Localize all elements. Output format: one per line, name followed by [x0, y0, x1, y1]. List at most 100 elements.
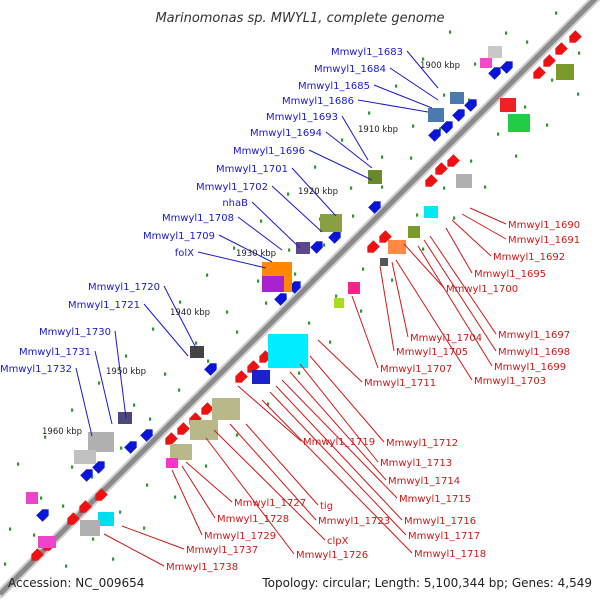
- forward-gene-arrow: [328, 231, 341, 244]
- tick-dot: [335, 294, 338, 298]
- forward-gene-arrow: [310, 241, 323, 254]
- leader-line: [281, 379, 398, 499]
- reverse-gene-arrow: [79, 500, 92, 513]
- tick-dot: [391, 278, 394, 282]
- tick-dot: [323, 243, 326, 247]
- tick-dot: [143, 526, 146, 530]
- reverse-gene-arrow: [569, 30, 582, 43]
- tick-dot: [71, 408, 74, 412]
- reverse-gene-arrow: [31, 548, 44, 561]
- tick-dot: [474, 62, 477, 66]
- leader-line: [341, 115, 369, 161]
- tick-dot: [62, 504, 65, 508]
- gene-label-forward: Mmwyl1_1732: [0, 364, 72, 375]
- gene-box: [334, 298, 344, 308]
- leader-line: [406, 50, 439, 89]
- reverse-gene-arrow: [379, 230, 392, 243]
- tick-dot: [352, 214, 355, 218]
- reverse-gene-arrow: [533, 66, 546, 79]
- kbp-marker: 1900 kbp: [420, 61, 460, 71]
- tick-dot: [546, 123, 549, 127]
- gene-label-reverse: Mmwyl1_1707: [380, 364, 452, 375]
- gene-box: [320, 214, 342, 232]
- leader-line: [103, 533, 165, 567]
- tick-dot: [314, 165, 317, 169]
- tick-dot: [195, 341, 198, 345]
- gene-box: [118, 412, 132, 424]
- tick-dot: [410, 156, 413, 160]
- tick-dot: [443, 93, 446, 97]
- leader-line: [237, 385, 302, 442]
- leader-line: [379, 265, 395, 352]
- kbp-marker: 1920 kbp: [298, 187, 338, 197]
- reverse-gene-arrow: [555, 42, 568, 55]
- gene-label-reverse: Mmwyl1_1728: [217, 514, 289, 525]
- leader-line: [403, 243, 445, 289]
- gene-box: [212, 398, 240, 420]
- kbp-marker: 1960 kbp: [42, 427, 82, 437]
- gene-label-forward: Mmwyl1_1686: [282, 96, 354, 107]
- leader-line: [94, 350, 113, 425]
- reverse-gene-arrow: [247, 360, 260, 373]
- gene-label-forward: Mmwyl1_1709: [143, 231, 215, 242]
- gene-label-reverse: clpX: [327, 536, 349, 547]
- tick-dot: [236, 330, 239, 334]
- gene-label-reverse: Mmwyl1_1737: [186, 545, 258, 556]
- tick-dot: [112, 557, 115, 561]
- leader-line: [391, 261, 409, 338]
- gene-box: [408, 226, 420, 238]
- leader-line: [275, 385, 403, 521]
- gene-box: [388, 240, 406, 254]
- leader-line: [429, 235, 497, 335]
- gene-label-reverse: Mmwyl1_1697: [498, 330, 570, 341]
- leader-line: [461, 213, 507, 240]
- gene-box: [500, 98, 516, 112]
- tick-dot: [294, 272, 297, 276]
- reverse-gene-arrow: [201, 402, 214, 415]
- tick-dot: [149, 417, 152, 421]
- tick-dot: [65, 564, 68, 568]
- tick-dot: [524, 105, 527, 109]
- accession-text: Accession: NC_009654: [8, 576, 144, 590]
- tick-dot: [362, 267, 365, 271]
- gene-label-reverse: Mmwyl1_1700: [446, 284, 518, 295]
- tick-dot: [33, 533, 36, 537]
- kbp-marker: 1940 kbp: [170, 308, 210, 318]
- leader-line: [213, 429, 326, 541]
- gene-box: [268, 334, 308, 368]
- tick-dot: [350, 186, 353, 190]
- gene-label-reverse: Mmwyl1_1729: [204, 531, 276, 542]
- map-title: Marinomonas sp. MWYL1, complete genome: [155, 11, 444, 26]
- gene-box: [450, 92, 464, 104]
- tick-dot: [4, 562, 7, 566]
- tick-dot: [164, 372, 167, 376]
- leader-line: [251, 201, 301, 249]
- reverse-gene-arrow: [425, 174, 438, 187]
- gene-features: [26, 30, 582, 561]
- leader-line: [373, 84, 433, 109]
- gene-label-reverse: Mmwyl1_1698: [498, 347, 570, 358]
- leader-line: [469, 207, 507, 225]
- leader-line: [121, 525, 185, 550]
- reverse-gene-arrow: [367, 240, 380, 253]
- gene-box: [252, 370, 270, 384]
- tick-dot: [449, 30, 452, 34]
- tick-dot: [287, 192, 290, 196]
- reverse-gene-arrow: [165, 432, 178, 445]
- leader-line: [309, 355, 385, 443]
- tick-dot: [119, 510, 122, 514]
- tick-dot: [205, 464, 208, 468]
- leader-line: [351, 295, 379, 369]
- leader-line: [299, 363, 379, 463]
- tick-dot: [526, 40, 529, 44]
- gene-label-reverse: Mmwyl1_1703: [474, 376, 546, 387]
- gene-box: [80, 520, 100, 536]
- leader-line: [261, 399, 413, 554]
- tick-dot: [125, 354, 128, 358]
- tick-dot: [308, 321, 311, 325]
- gene-box: [480, 58, 492, 68]
- forward-gene-arrow: [80, 469, 93, 482]
